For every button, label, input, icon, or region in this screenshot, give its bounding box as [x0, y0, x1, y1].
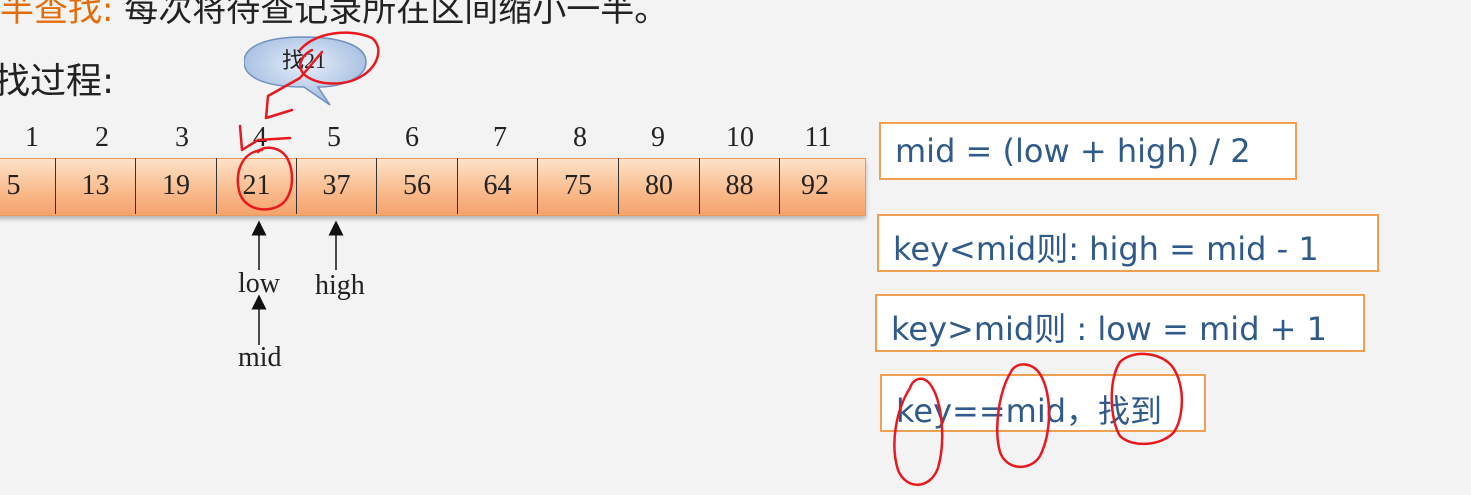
heading-line: 半查找: 每次将待查记录所在区间缩小一半。	[0, 0, 668, 31]
array-cell: 37	[297, 158, 377, 214]
low-label: low	[238, 268, 280, 299]
index-cell: 6	[405, 122, 419, 153]
bubble-text: 找21	[281, 48, 326, 73]
array-cell: 88	[700, 158, 780, 214]
array-bar	[0, 158, 866, 216]
high-label: high	[315, 270, 365, 301]
array-cell: 13	[56, 158, 136, 214]
index-row: 1 2 3 4 5 6 7 8 9 10 11	[0, 120, 872, 160]
index-cell: 5	[327, 122, 341, 153]
rule-text: key>mid则 : low = mid + 1	[891, 310, 1328, 348]
rule-key-less: key<mid则: high = mid - 1	[877, 214, 1379, 272]
array-cell: 21	[217, 158, 297, 214]
index-cell: 2	[95, 122, 109, 153]
index-cell: 11	[804, 122, 832, 153]
speech-bubble: 找21	[243, 35, 374, 107]
heading-accent: 半查找:	[0, 0, 114, 30]
array-cell: 80	[619, 158, 700, 214]
array-cell: 5	[0, 158, 56, 214]
index-cell: 4	[253, 122, 267, 153]
rule-key-equal: key==mid，找到	[880, 374, 1206, 432]
mid-label: mid	[238, 342, 282, 373]
rule-text: key==mid，找到	[896, 392, 1163, 430]
rule-text: mid = (low + high) / 2	[895, 132, 1251, 170]
index-cell: 10	[726, 122, 754, 153]
index-cell: 9	[651, 122, 665, 153]
array-cell: 64	[458, 158, 538, 214]
array-cell: 56	[377, 158, 458, 214]
index-cell: 3	[175, 122, 189, 153]
subheading: 找过程:	[0, 61, 115, 102]
heading-text: 每次将待查记录所在区间缩小一半。	[124, 0, 669, 30]
array-cell: 19	[136, 158, 217, 214]
index-cell: 1	[25, 122, 39, 153]
array-cell: 92	[801, 170, 829, 201]
array-cell: 75	[538, 158, 619, 214]
index-cell: 8	[573, 122, 587, 153]
rule-key-greater: key>mid则 : low = mid + 1	[875, 294, 1365, 352]
rule-text: key<mid则: high = mid - 1	[893, 230, 1319, 268]
rule-mid-formula: mid = (low + high) / 2	[879, 122, 1297, 180]
index-cell: 7	[493, 122, 507, 153]
